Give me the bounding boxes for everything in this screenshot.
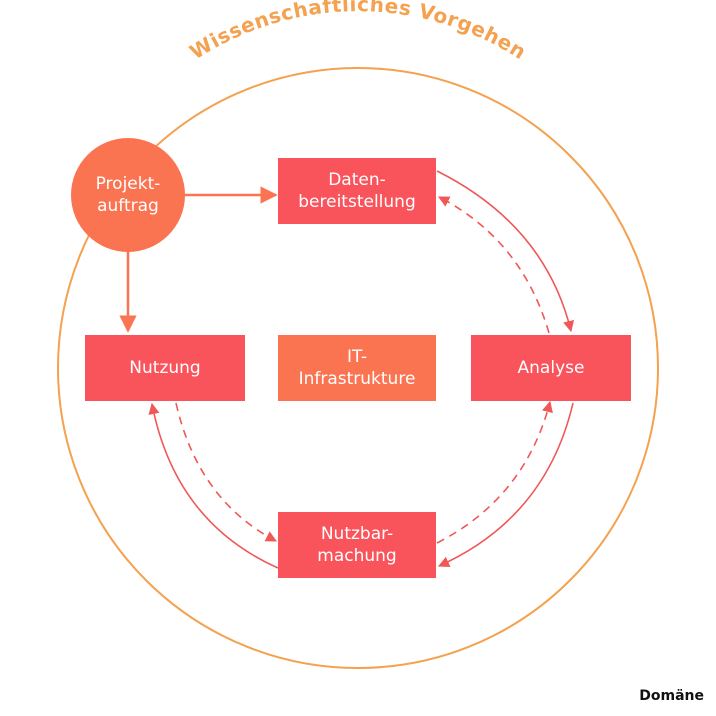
diagram-title-text: Wissenschaftliches Vorgehen — [185, 0, 530, 64]
node-datenbereitstellung: Daten- bereitstellung — [278, 158, 436, 224]
arrow-daten-to-analyse — [436, 170, 575, 333]
arrow-analyse-to-daten-dashed — [438, 196, 550, 334]
node-projektauftrag: Projekt- auftrag — [71, 138, 185, 252]
node-analyse: Analyse — [471, 335, 631, 401]
arrow-analyse-to-nutzbar — [437, 402, 574, 567]
arrow-nutzbar-to-analyse-dashed — [436, 400, 553, 544]
arrow-nutzung-to-nutzbar-dashed — [175, 402, 277, 542]
arrow-nutzbar-to-nutzung — [148, 402, 279, 569]
scope-circle — [57, 67, 659, 669]
node-it-infrastruktur: IT- Infrastrukture — [278, 335, 436, 401]
diagram-title: Wissenschaftliches Vorgehen — [185, 0, 530, 64]
node-nutzbarmachung: Nutzbar- machung — [278, 512, 436, 578]
node-nutzung: Nutzung — [85, 335, 245, 401]
corner-label: Domäne — [639, 688, 704, 704]
